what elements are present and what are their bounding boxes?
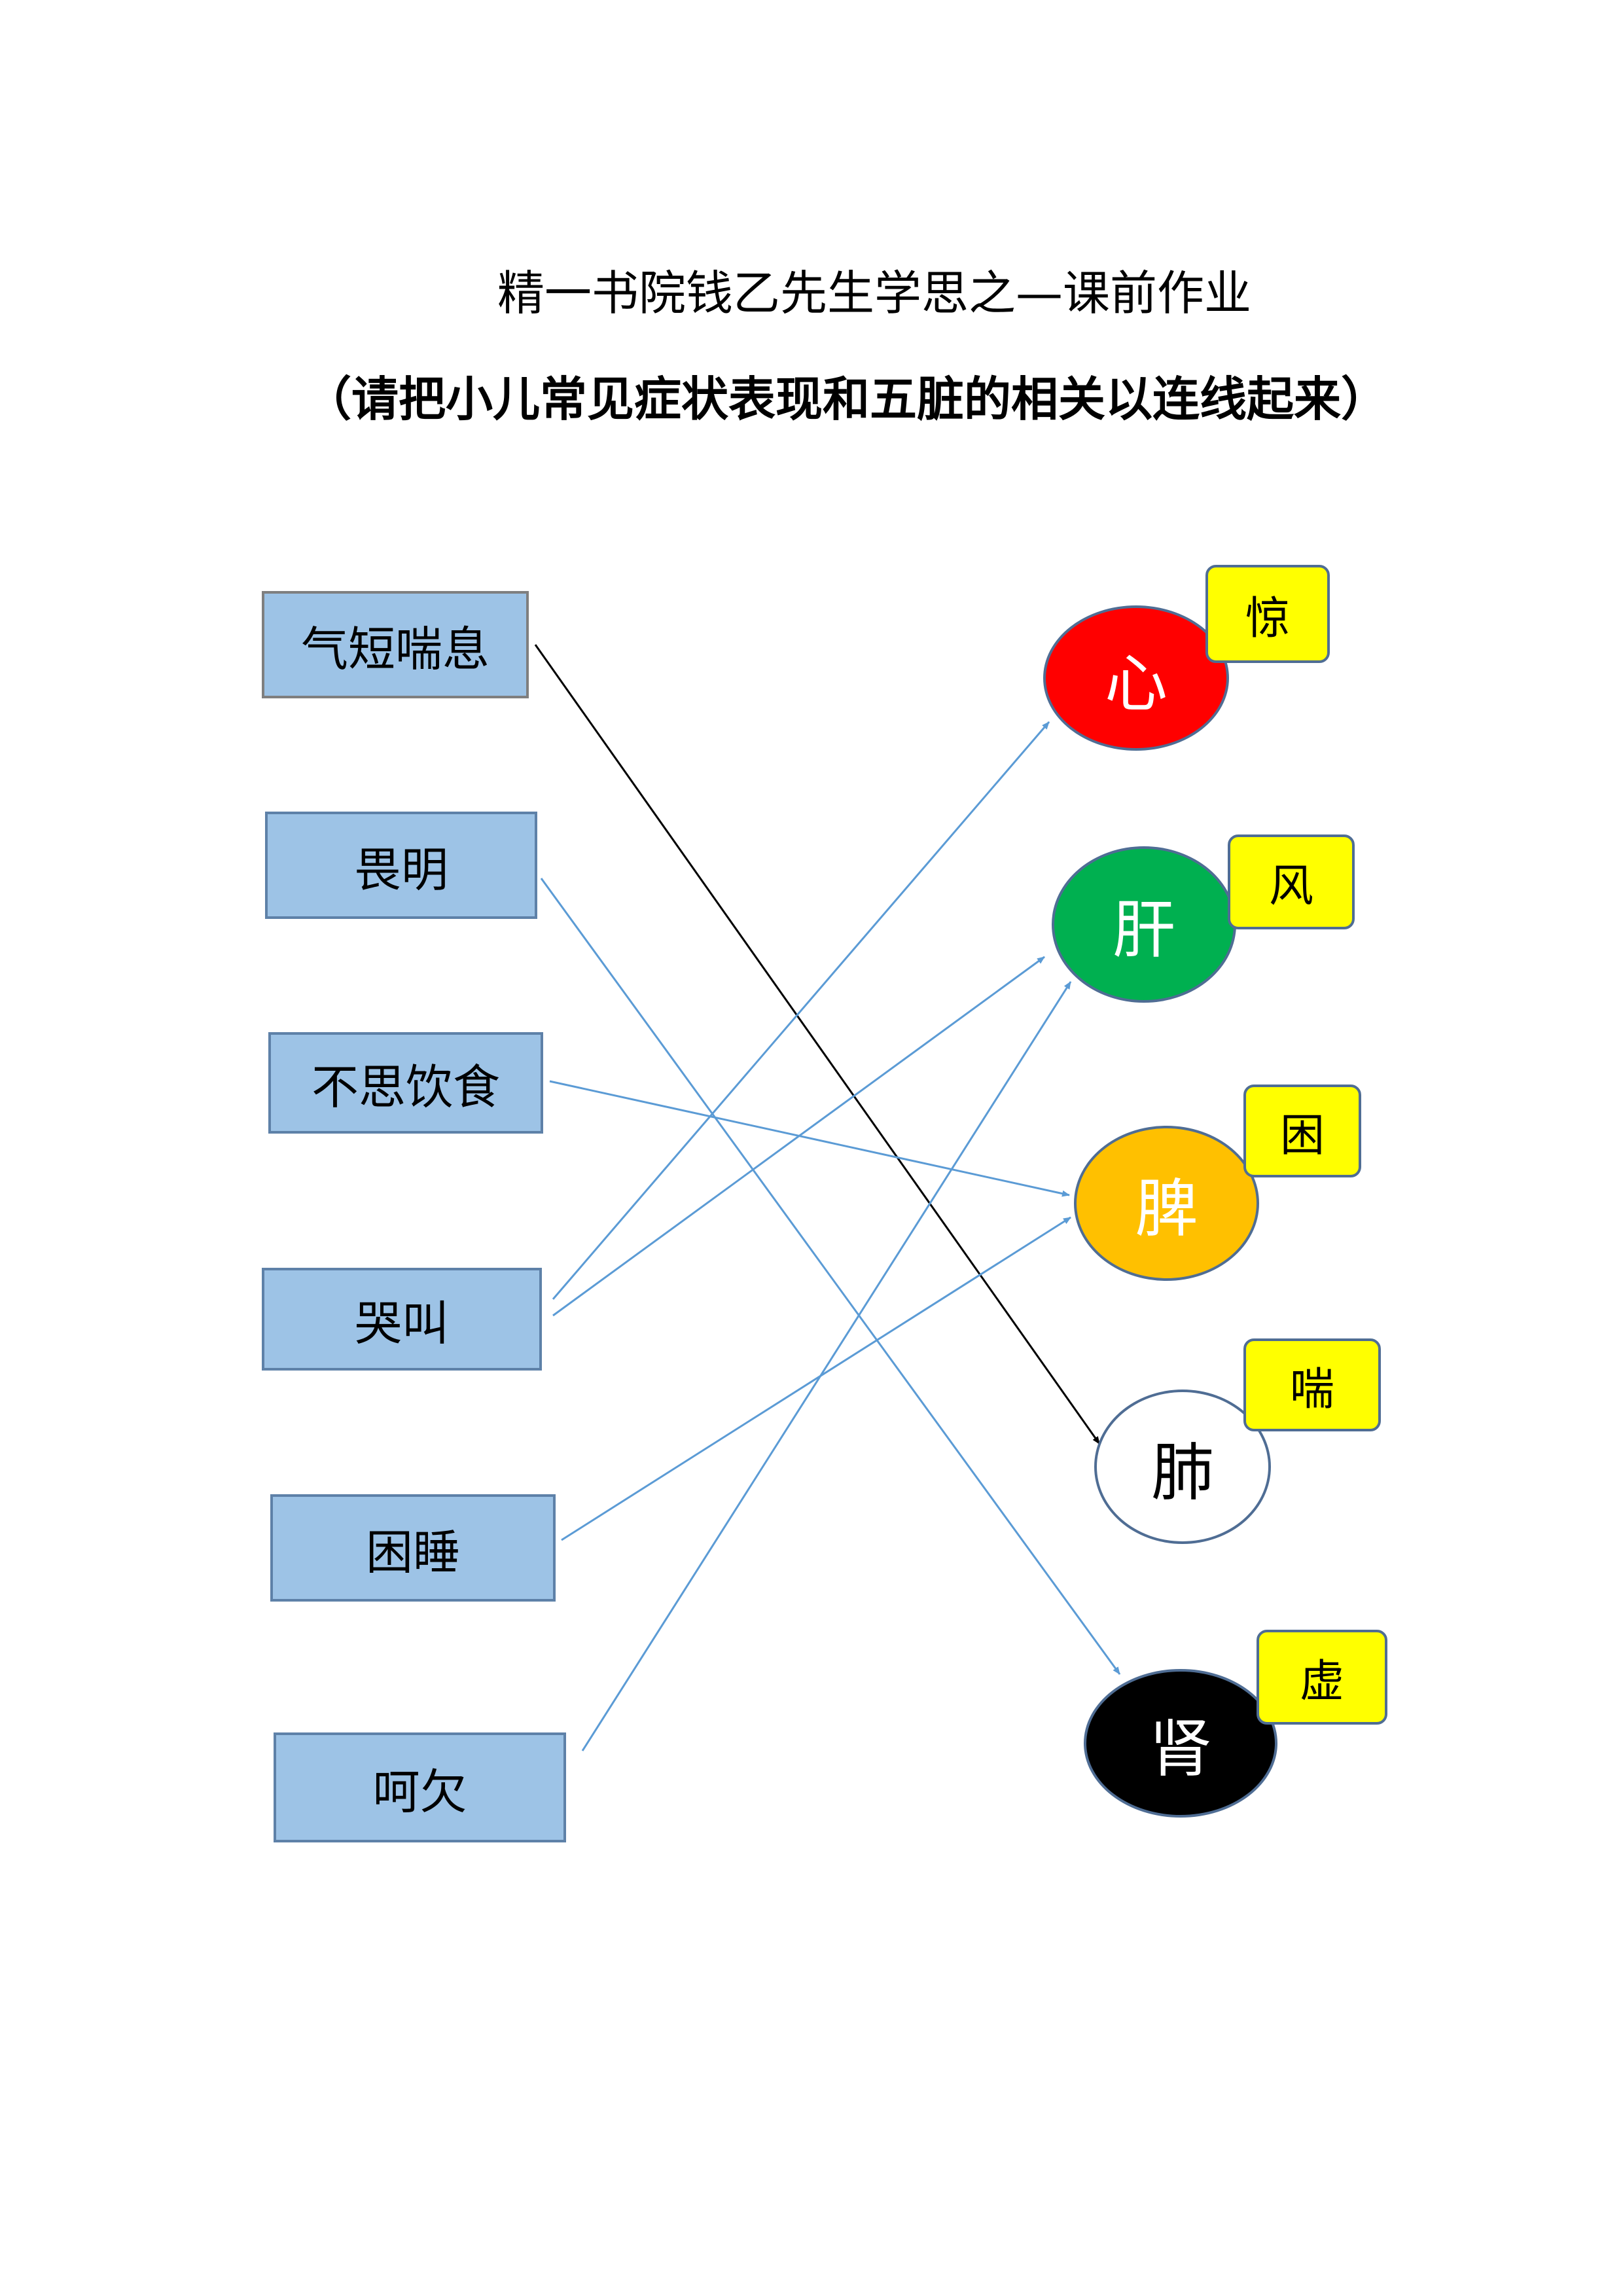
organ-label: 心 — [1105, 647, 1168, 721]
organ-label: 肺 — [1151, 1435, 1214, 1509]
connection-line-s2-kidney — [540, 878, 1121, 1675]
organ-spleen[interactable]: 脾 — [1074, 1126, 1259, 1281]
tag-label: 困 — [1279, 1109, 1325, 1162]
symptom-label: 呵欠 — [372, 1764, 467, 1820]
organ-label: 脾 — [1135, 1172, 1198, 1246]
symptom-label: 气短喘息 — [300, 621, 490, 677]
tag-label: 惊 — [1245, 592, 1290, 645]
instruction-text: （请把小儿常见症状表现和五脏的相关以连线起来） — [304, 372, 1389, 427]
tag-label: 风 — [1268, 861, 1313, 912]
organ-label: 肾 — [1149, 1712, 1212, 1785]
symptom-label: 不思饮食 — [311, 1060, 500, 1115]
organ-liver[interactable]: 肝 — [1052, 846, 1236, 1003]
organ-lung[interactable]: 肺 — [1094, 1390, 1271, 1544]
organ-tag-spleen: 困 — [1243, 1085, 1361, 1177]
symptom-box-s4[interactable]: 哭叫 — [262, 1268, 542, 1371]
symptom-box-s2[interactable]: 畏明 — [265, 812, 537, 919]
symptom-box-s1[interactable]: 气短喘息 — [262, 591, 529, 698]
organ-label: 肝 — [1113, 893, 1175, 967]
connection-line-s6-liver — [581, 981, 1072, 1751]
tag-label: 虚 — [1299, 1656, 1344, 1708]
organ-heart[interactable]: 心 — [1043, 605, 1229, 751]
connection-line-s1-lung — [534, 644, 1101, 1444]
connection-line-s3-spleen — [549, 1080, 1070, 1197]
connection-line-s4-heart — [552, 721, 1050, 1300]
organ-tag-liver: 风 — [1228, 834, 1355, 929]
tag-label: 喘 — [1289, 1363, 1334, 1416]
connection-line-s5-spleen — [561, 1216, 1071, 1541]
symptom-box-s5[interactable]: 困睡 — [270, 1494, 556, 1602]
organ-kidney[interactable]: 肾 — [1084, 1669, 1277, 1818]
organ-tag-kidney: 虚 — [1257, 1630, 1387, 1725]
connection-line-s4-liver — [552, 956, 1045, 1317]
symptom-label: 哭叫 — [354, 1296, 449, 1351]
symptom-label: 困睡 — [365, 1524, 460, 1580]
symptom-label: 畏明 — [353, 842, 448, 897]
symptom-box-s6[interactable]: 呵欠 — [274, 1732, 566, 1842]
organ-tag-lung: 喘 — [1243, 1338, 1381, 1431]
symptom-box-s3[interactable]: 不思饮食 — [268, 1032, 543, 1134]
page-title: 精一书院钱乙先生学思之—课前作业 — [497, 266, 1252, 321]
organ-tag-heart: 惊 — [1205, 565, 1330, 663]
